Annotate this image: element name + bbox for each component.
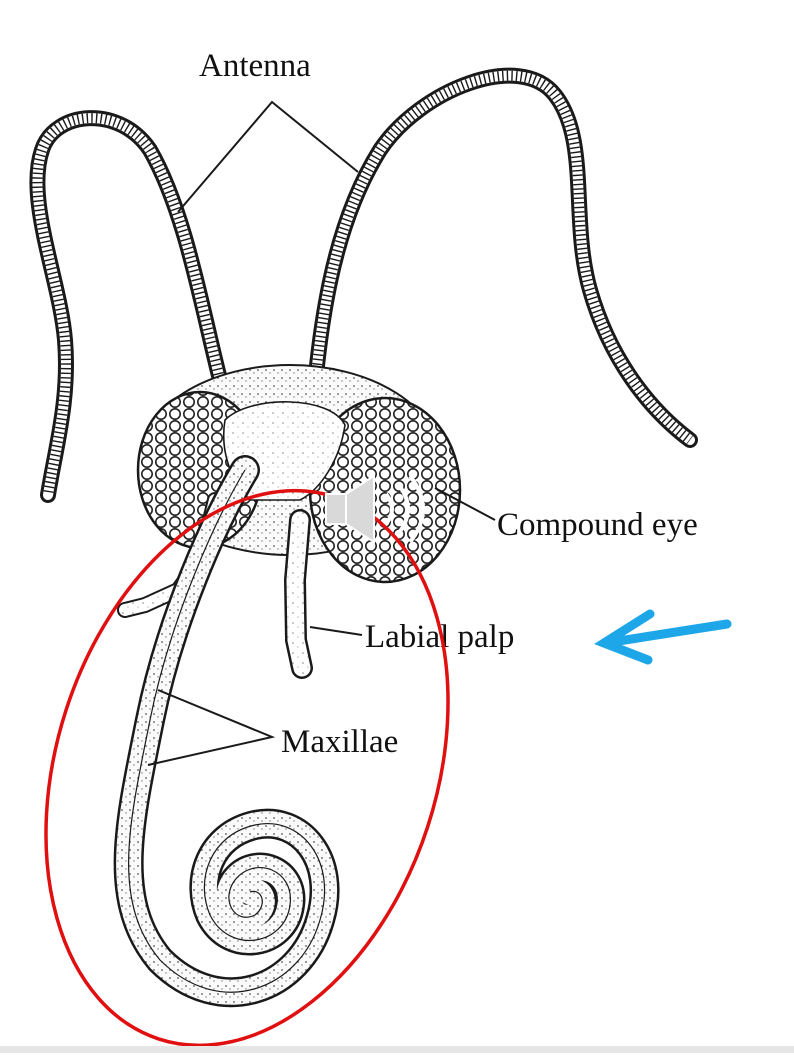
- compound-eye-leader: [434, 487, 496, 521]
- left-antenna: [29, 110, 236, 503]
- bottom-border: [0, 1046, 794, 1053]
- right-antenna: [304, 67, 698, 448]
- blue-arrow: [594, 609, 732, 665]
- labial-palp: [283, 509, 313, 679]
- antenna-leader: [177, 100, 359, 213]
- proboscis-maxillae: [113, 455, 340, 1008]
- label-maxillae: Maxillae: [281, 724, 398, 760]
- leader-lines: [147, 100, 496, 766]
- maxillae-leader: [147, 689, 276, 766]
- labial-palp-leader: [309, 626, 363, 636]
- label-antenna: Antenna: [199, 48, 311, 84]
- label-compound-eye: Compound eye: [497, 507, 698, 543]
- speaker-icon[interactable]: [325, 474, 425, 544]
